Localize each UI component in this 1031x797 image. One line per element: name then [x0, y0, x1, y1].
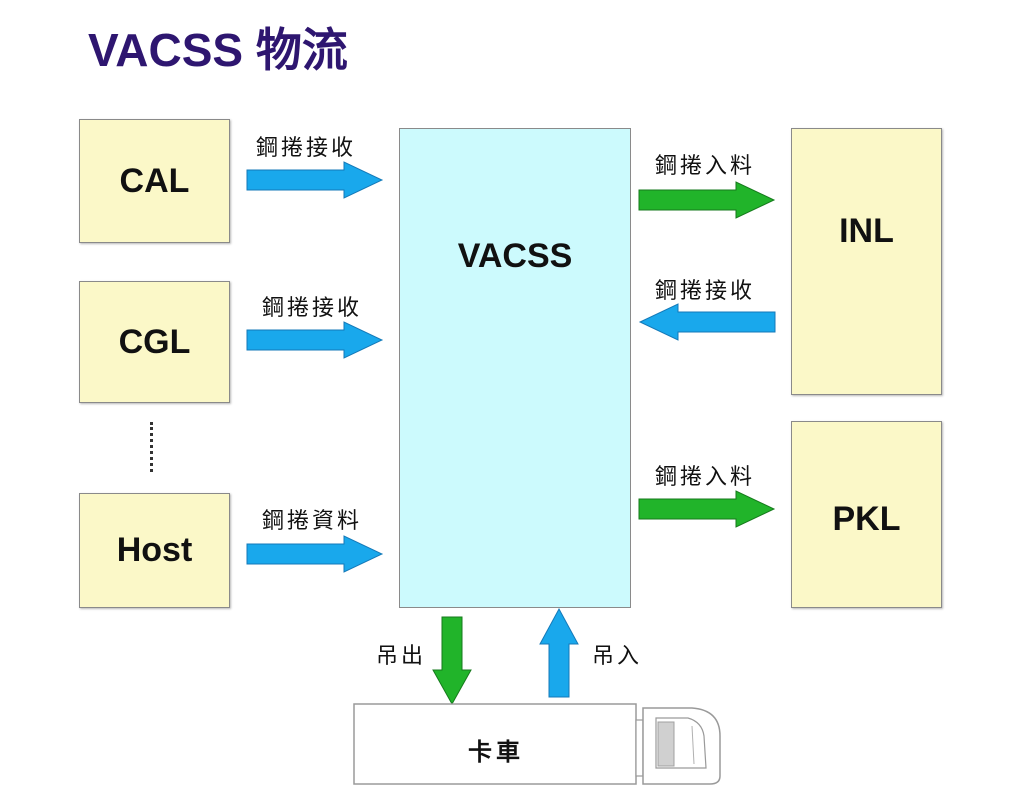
arrow-hoist-in	[539, 607, 579, 698]
arrow-hoist-out	[432, 616, 472, 706]
truck-label: 卡車	[468, 737, 524, 766]
arrow-host-to-vacss	[246, 535, 384, 573]
truck-icon	[353, 703, 721, 785]
host-flow-label: 鋼捲資料	[262, 509, 363, 534]
page-title: VACSS 物流	[88, 24, 348, 76]
arrow-cal-to-vacss	[246, 161, 384, 199]
cgl-box: CGL	[79, 281, 230, 403]
arrow-cgl-to-vacss	[246, 321, 384, 359]
inl-in-flow-label: 鋼捲入料	[655, 154, 756, 179]
hoist-in-label: 吊入	[592, 644, 643, 669]
arrow-inl-to-vacss	[638, 303, 776, 341]
ellipsis-dots	[150, 422, 153, 472]
cal-flow-label: 鋼捲接收	[256, 136, 357, 161]
cal-box: CAL	[79, 119, 230, 243]
pkl-box: PKL	[791, 421, 942, 608]
hoist-out-label: 吊出	[376, 644, 427, 669]
inl-out-flow-label: 鋼捲接收	[655, 279, 756, 304]
host-box: Host	[79, 493, 230, 608]
vacss-box: VACSS	[399, 128, 631, 608]
arrow-vacss-to-inl	[638, 181, 776, 219]
arrow-vacss-to-pkl	[638, 490, 776, 528]
pkl-flow-label: 鋼捲入料	[655, 465, 756, 490]
cgl-flow-label: 鋼捲接收	[262, 296, 363, 321]
inl-box: INL	[791, 128, 942, 395]
